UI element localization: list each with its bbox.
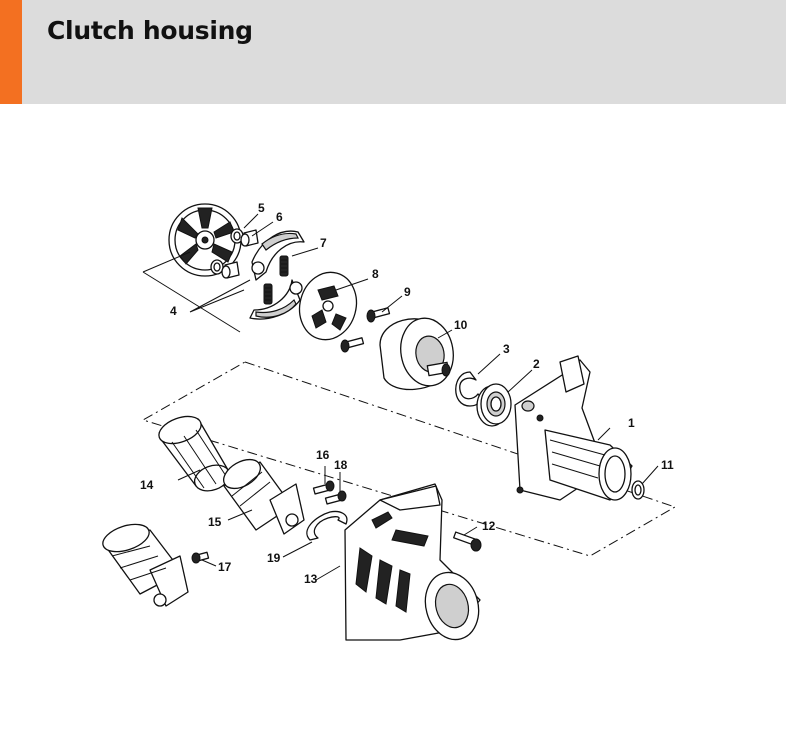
clutch-drum bbox=[379, 317, 454, 391]
clutch-carrier-plate bbox=[168, 203, 242, 277]
circlip-small bbox=[631, 480, 645, 500]
label-3: 3 bbox=[503, 342, 510, 356]
loop bbox=[306, 510, 348, 541]
sleeve-upper bbox=[240, 229, 259, 247]
label-6: 6 bbox=[276, 210, 283, 224]
label-15: 15 bbox=[208, 515, 222, 529]
washer-lower bbox=[210, 259, 224, 275]
tube-rubber bbox=[158, 415, 231, 492]
tension-spring-lower bbox=[263, 283, 273, 305]
washer-upper bbox=[230, 228, 244, 244]
label-18: 18 bbox=[334, 458, 348, 472]
label-12: 12 bbox=[482, 519, 496, 533]
tension-spring-upper bbox=[279, 255, 289, 277]
label-9: 9 bbox=[404, 285, 411, 299]
label-2: 2 bbox=[533, 357, 540, 371]
label-14: 14 bbox=[140, 478, 154, 492]
fan-housing bbox=[344, 483, 481, 641]
label-19: 19 bbox=[267, 551, 281, 565]
label-10: 10 bbox=[454, 318, 468, 332]
screw-18 bbox=[324, 490, 347, 505]
screw-9-upper bbox=[366, 307, 391, 323]
screw-12 bbox=[453, 531, 482, 552]
clutch-housing bbox=[514, 355, 633, 501]
label-7: 7 bbox=[320, 236, 327, 250]
circlip bbox=[455, 371, 481, 407]
header-accent-strip bbox=[0, 0, 22, 104]
label-8: 8 bbox=[372, 267, 379, 281]
label-4: 4 bbox=[170, 304, 177, 318]
label-16: 16 bbox=[316, 448, 330, 462]
ball-bearing bbox=[476, 383, 512, 427]
leader-lines bbox=[142, 213, 659, 581]
screw-9-lower bbox=[340, 337, 365, 353]
cover-washer bbox=[298, 271, 358, 341]
label-17: 17 bbox=[218, 560, 232, 574]
label-1: 1 bbox=[628, 416, 635, 430]
label-13: 13 bbox=[304, 572, 318, 586]
screw-16 bbox=[312, 480, 335, 495]
clutch-shoe-lower bbox=[249, 279, 303, 320]
screw-17 bbox=[191, 551, 210, 564]
label-11: 11 bbox=[661, 458, 674, 472]
clutch-shoe-upper bbox=[251, 230, 305, 281]
clamp-lower bbox=[102, 523, 189, 607]
clamp bbox=[223, 458, 305, 535]
header-bar: Clutch housing bbox=[0, 0, 786, 104]
page-title: Clutch housing bbox=[47, 16, 253, 45]
label-5: 5 bbox=[258, 201, 265, 215]
sleeve-lower bbox=[221, 261, 240, 279]
